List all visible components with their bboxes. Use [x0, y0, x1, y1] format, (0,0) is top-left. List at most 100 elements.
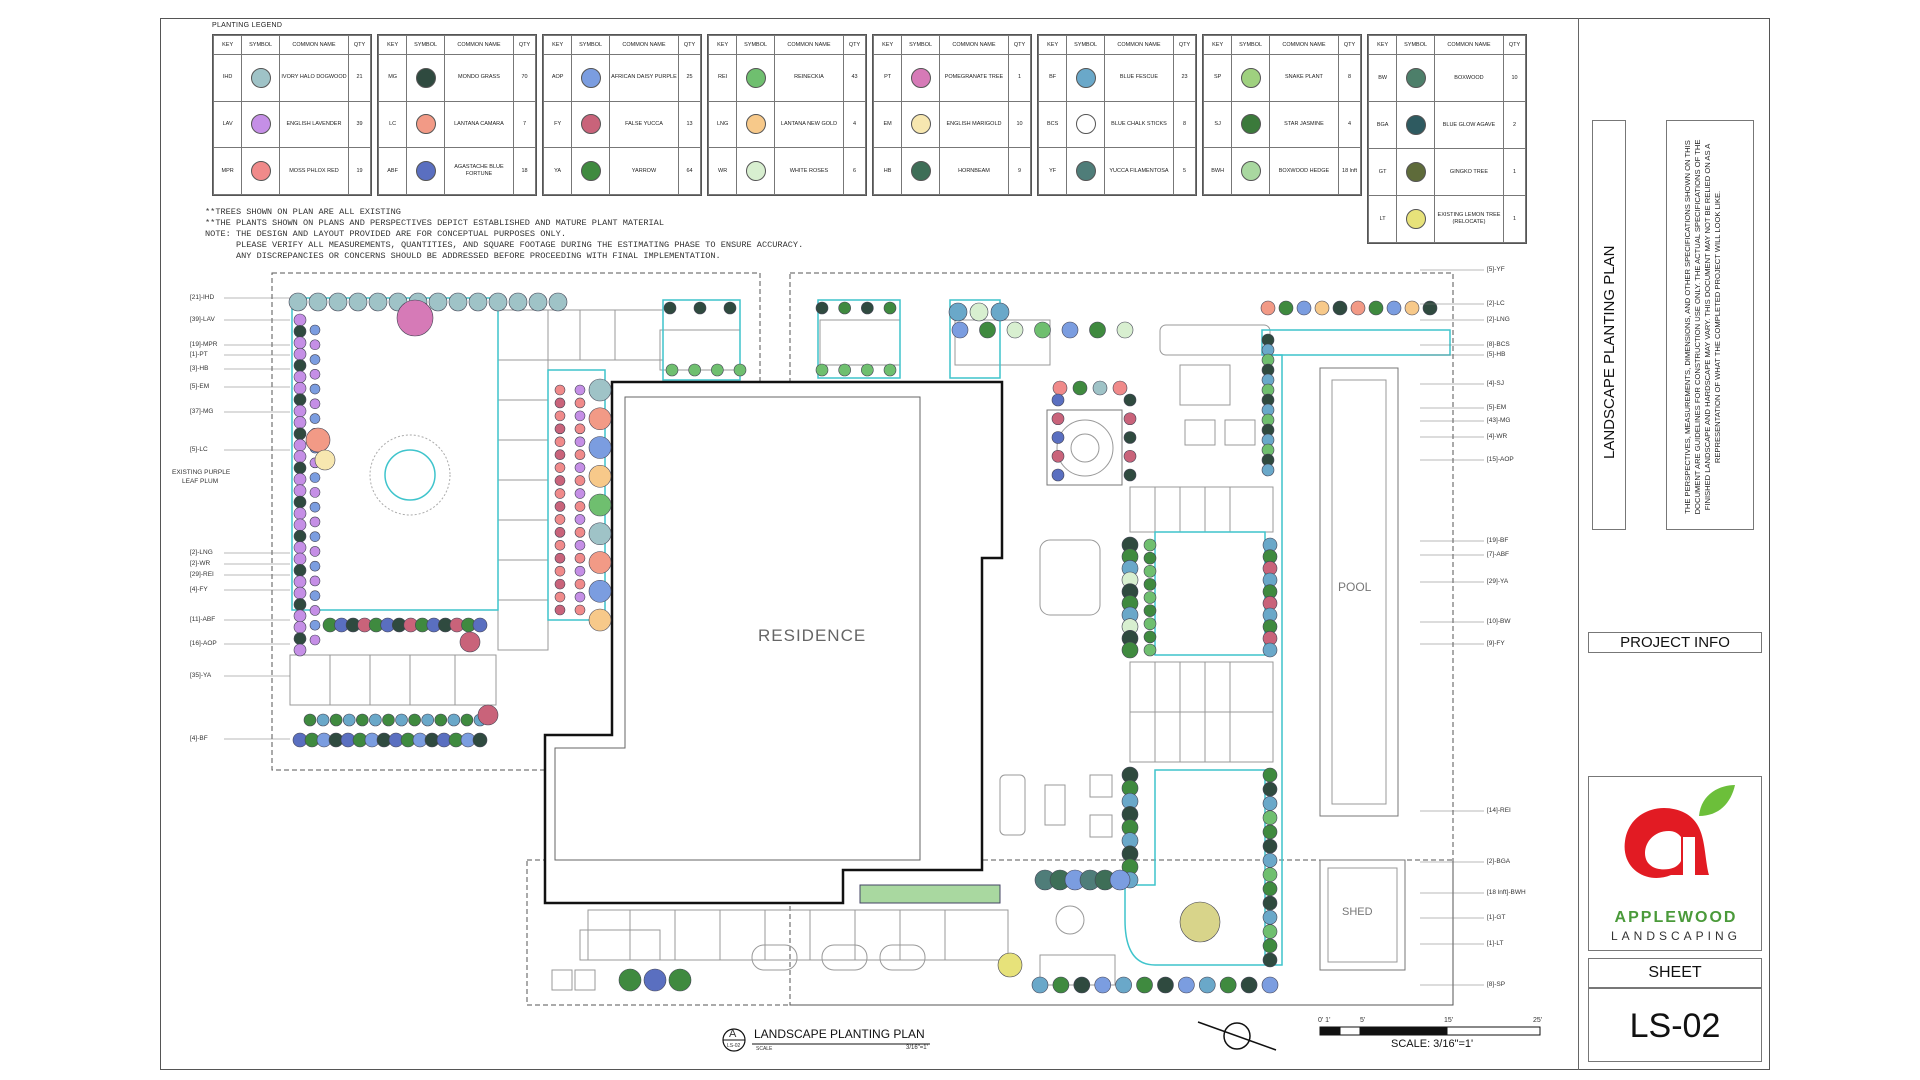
- plant-symbol: [1332, 300, 1348, 316]
- plant-callout-left: [35]-YA: [190, 672, 212, 679]
- plant-callout-right: [7]-ABF: [1487, 551, 1510, 558]
- plant-symbol: [348, 292, 368, 312]
- plant-callout-right: [15]-AOP: [1487, 456, 1514, 463]
- sheet-title-vertical: LANDSCAPE PLANTING PLAN: [1601, 245, 1618, 459]
- plant-symbol: [472, 617, 488, 633]
- plant-symbol: [574, 436, 586, 448]
- plant-symbol: [554, 514, 566, 525]
- plant-callout-left: [37]-MG: [190, 408, 214, 415]
- plant-symbol: [574, 604, 586, 616]
- pool-label: POOL: [1338, 580, 1372, 594]
- legend-header-cell: KEY: [212, 35, 243, 55]
- plant-symbol: [1262, 810, 1278, 825]
- plant-symbol: [554, 565, 566, 577]
- plant-symbol-icon: [1240, 67, 1261, 88]
- plant-symbol: [293, 518, 307, 532]
- legend-qty: 43: [843, 54, 866, 102]
- plant-symbol: [1051, 468, 1065, 482]
- plant-symbol-icon: [1405, 115, 1426, 135]
- scale-text: SCALE: 3/16"=1': [1391, 1038, 1474, 1050]
- plant-callout-left: [5]-LC: [190, 446, 208, 453]
- plant-symbol: [554, 591, 566, 603]
- legend-symbol-cell: [1396, 101, 1435, 149]
- plant-symbol: [1034, 321, 1051, 339]
- plant-symbol: [309, 354, 321, 365]
- plant-symbol: [1261, 463, 1275, 477]
- plant-symbol: [574, 410, 586, 422]
- plant-symbol: [693, 301, 707, 315]
- plant-symbol: [665, 363, 679, 377]
- plant-callout-left: [21]-IHD: [190, 294, 215, 301]
- plant-symbol: [468, 292, 488, 312]
- plant-callout-right: [5]-YF: [1487, 266, 1505, 273]
- logo-subtitle: LANDSCAPING: [1610, 929, 1742, 943]
- plant-symbol: [588, 407, 612, 431]
- disclaimer-text: THE PERSPECTIVES, MEASUREMENTS, DIMENSIO…: [1683, 139, 1722, 515]
- plant-symbol: [293, 632, 307, 645]
- legend-header-cell: KEY: [1202, 35, 1233, 55]
- legend-common-name: LANTANA CAMARA: [443, 100, 515, 149]
- plant-callout-right: [2]-LNG: [1487, 316, 1510, 323]
- plant-symbol: [459, 631, 481, 653]
- plant-symbol: [293, 484, 307, 497]
- plant-symbol: [309, 619, 321, 631]
- plant-symbol: [574, 539, 586, 551]
- scale-tick-25: 25': [1533, 1017, 1543, 1024]
- legend-header-cell: KEY: [872, 35, 903, 55]
- plant-symbol: [293, 609, 307, 623]
- plant-symbol: [508, 292, 528, 312]
- plant-symbol: [305, 427, 331, 453]
- plant-symbol: [815, 301, 829, 315]
- plant-symbol-icon: [745, 67, 766, 88]
- plan-notes: **TREES SHOWN ON PLAN ARE ALL EXISTING**…: [205, 207, 803, 262]
- plant-symbol-icon: [1405, 68, 1426, 88]
- legend-key: AOP: [542, 54, 573, 102]
- plant-symbol: [1143, 630, 1157, 644]
- legend-common-name: REINECKIA: [773, 54, 845, 102]
- plant-symbol: [838, 301, 851, 315]
- plant-callout-right: [2]-BGA: [1487, 858, 1511, 865]
- plant-symbol: [554, 539, 566, 551]
- plant-callout-right: [10]-BW: [1487, 618, 1511, 625]
- legend-symbol-cell: [736, 147, 775, 195]
- plant-callout-right: [43]-MG: [1487, 417, 1511, 424]
- plant-symbol: [1368, 300, 1384, 316]
- plant-symbol: [1350, 300, 1366, 316]
- plant-symbol: [1198, 976, 1216, 994]
- legend-title: PLANTING LEGEND: [212, 22, 283, 29]
- plant-symbol: [309, 501, 321, 513]
- legend-qty: 2: [1503, 101, 1526, 149]
- plant-symbol: [293, 370, 307, 384]
- legend-header-cell: COMMON NAME: [278, 35, 350, 55]
- plant-symbol: [1278, 300, 1294, 316]
- plant-callout-right: [5]-EM: [1487, 404, 1507, 411]
- legend-common-name: MONDO GRASS: [443, 54, 515, 102]
- plant-symbol: [1123, 393, 1137, 407]
- plant-symbol: [588, 551, 612, 574]
- plant-callout-left: [11]-ABF: [190, 616, 216, 623]
- legend-qty: 6: [843, 147, 866, 195]
- plant-symbol: [1179, 901, 1221, 943]
- legend-key: BWH: [1202, 147, 1233, 195]
- plant-symbol: [309, 398, 321, 410]
- plant-symbol: [1112, 380, 1128, 396]
- plant-callout-left: [2]-LNG: [190, 549, 213, 556]
- plant-callout-right: [8]-BCS: [1487, 341, 1510, 348]
- plant-symbol: [1121, 641, 1139, 659]
- legend-common-name: YUCCA FILAMENTOSA: [1103, 147, 1175, 195]
- plant-symbol: [574, 565, 586, 577]
- legend-symbol-cell: [1231, 54, 1270, 102]
- plant-symbol: [329, 713, 343, 727]
- plant-symbol-icon: [250, 161, 271, 182]
- legend-header-cell: QTY: [843, 35, 866, 55]
- plant-symbol: [293, 461, 307, 475]
